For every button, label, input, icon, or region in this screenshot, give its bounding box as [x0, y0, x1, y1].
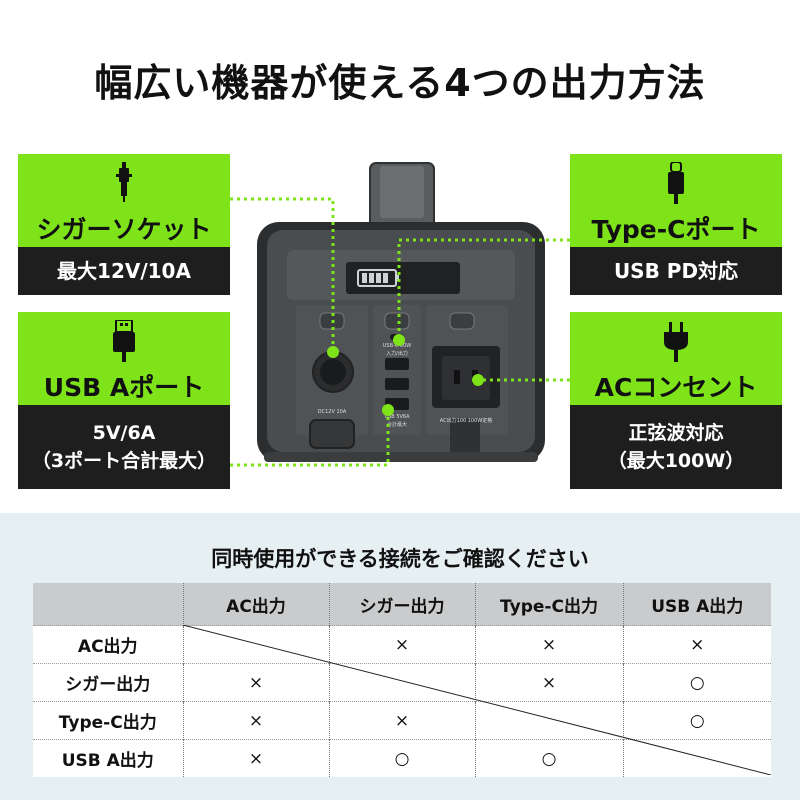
ac-spec-note: （最大100W） [607, 450, 745, 472]
table-row: AC出力××× [33, 625, 771, 664]
power-station-illustration: USB-C 60W 入力/出力 USB 5V6A 合計最大 AC出力100 10… [230, 162, 570, 467]
table-cell: ○ [474, 739, 623, 777]
ac-spec: 正弦波対応 [628, 422, 724, 444]
usb-c-plug-icon [668, 162, 684, 204]
table-row: シガー出力××○ [33, 663, 771, 702]
type-c-spec: USB PD対応 [570, 247, 782, 295]
usbc-sub: 入力/出力 [386, 350, 408, 357]
table-cell: × [182, 701, 329, 740]
table-cell: × [328, 625, 475, 664]
column-header: AC出力 [182, 583, 329, 626]
card-ac-outlet: ACコンセント 正弦波対応 （最大100W） [570, 312, 782, 489]
cigar-plug-icon [116, 162, 132, 202]
table-cell: ○ [328, 739, 475, 777]
table-row: USB A出力×○○ [33, 739, 771, 777]
compat-subtitle: 同時使用ができる接続をご確認ください [211, 547, 589, 571]
column-header: USB A出力 [622, 583, 771, 626]
ac-label: AC出力100 100W定格 [440, 417, 492, 424]
usb-a-port [385, 378, 409, 390]
page-title: 幅広い機器が使える4つの出力方法 [94, 61, 706, 105]
usba-label: USB 5V6A [384, 414, 410, 420]
table-corner [33, 583, 183, 626]
row-label: Type-C出力 [33, 701, 183, 740]
card-usb-a: USB Aポート 5V/6A （3ポート合計最大） [18, 312, 230, 489]
table-cell [328, 663, 475, 702]
table-cell [622, 739, 771, 777]
table-header-row: AC出力 シガー出力 Type-C出力 USB A出力 [33, 583, 771, 626]
table-cell: ○ [622, 701, 771, 740]
compatibility-table: AC出力 シガー出力 Type-C出力 USB A出力 AC出力×××シガー出力… [33, 583, 771, 777]
cigar-label: DC12V 10A [318, 409, 347, 415]
cigar-spec: 最大12V/10A [18, 247, 230, 295]
compatibility-section: 同時使用ができる接続をご確認ください AC出力 シガー出力 Type-C出力 U… [0, 513, 800, 800]
table-cell: × [622, 625, 771, 664]
row-label: USB A出力 [33, 739, 183, 777]
table-cell: × [474, 625, 623, 664]
column-header: シガー出力 [328, 583, 475, 626]
card-cigar-socket: シガーソケット 最大12V/10A [18, 154, 230, 295]
card-type-c: Type-Cポート USB PD対応 [570, 154, 782, 295]
table-row: Type-C出力××○ [33, 701, 771, 740]
row-label: AC出力 [33, 625, 183, 664]
table-diagonal-line [183, 625, 771, 775]
usb-a-spec-note: （3ポート合計最大） [31, 450, 217, 472]
table-cell: ○ [622, 663, 771, 702]
usb-plug-icon [113, 320, 135, 362]
table-cell: × [474, 663, 623, 702]
usbc-label: USB-C 60W [383, 343, 412, 349]
callout-lines [230, 197, 570, 467]
usba-sub: 合計最大 [387, 421, 407, 428]
type-c-label: Type-Cポート [591, 215, 761, 244]
table-cell [474, 701, 623, 740]
column-header: Type-C出力 [474, 583, 623, 626]
table-cell: × [182, 739, 329, 777]
table-cell: × [328, 701, 475, 740]
usb-a-port [385, 358, 409, 370]
ac-plug-icon [664, 322, 688, 362]
usb-a-spec: 5V/6A [92, 422, 156, 444]
cigar-socket-label: シガーソケット [36, 215, 212, 244]
ac-outlet-label: ACコンセント [594, 373, 758, 402]
usb-a-label: USB Aポート [43, 373, 205, 402]
row-label: シガー出力 [33, 663, 183, 702]
table-cell: × [182, 663, 329, 702]
